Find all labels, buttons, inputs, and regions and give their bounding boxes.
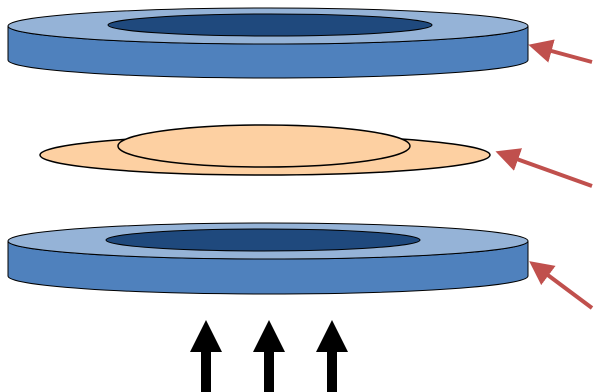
- bottom-ring: [7, 222, 529, 295]
- upward-arrows: [190, 320, 348, 392]
- top-ring: [7, 7, 529, 79]
- bottom-ring-hole: [105, 228, 421, 252]
- upward-arrow-left: [190, 320, 222, 392]
- pointer-arrow-top: [528, 39, 593, 64]
- middle-disk-inner: [117, 124, 411, 168]
- pointer-arrow-bottom: [529, 261, 594, 310]
- upward-arrow-right: [316, 320, 348, 392]
- upward-arrow-center: [253, 320, 285, 392]
- pointer-arrow-middle: [495, 148, 593, 188]
- pointer-arrows: [495, 39, 594, 310]
- middle-disk: [39, 124, 491, 176]
- top-ring-hole: [107, 13, 433, 37]
